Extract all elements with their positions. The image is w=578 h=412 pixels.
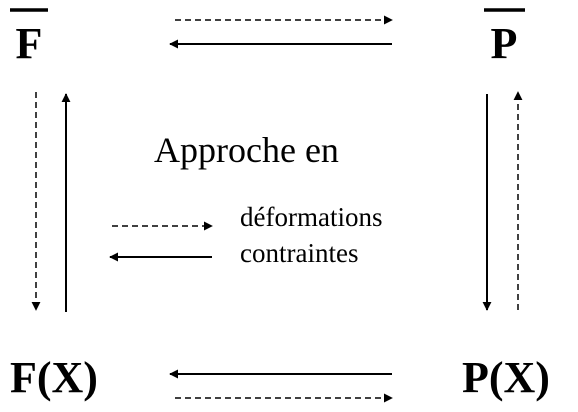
- node-f-bar: F: [10, 8, 48, 68]
- node-p-x-label: P(X): [462, 353, 550, 402]
- center-title: Approche en: [154, 130, 339, 170]
- legend-dashed-label: déformations: [240, 202, 382, 232]
- node-f-x-label: F(X): [10, 353, 98, 402]
- legend-solid-label: contraintes: [240, 238, 358, 268]
- node-p-bar: P: [484, 8, 525, 68]
- node-p-bar-label: P: [491, 19, 518, 68]
- node-f-bar-label: F: [16, 19, 43, 68]
